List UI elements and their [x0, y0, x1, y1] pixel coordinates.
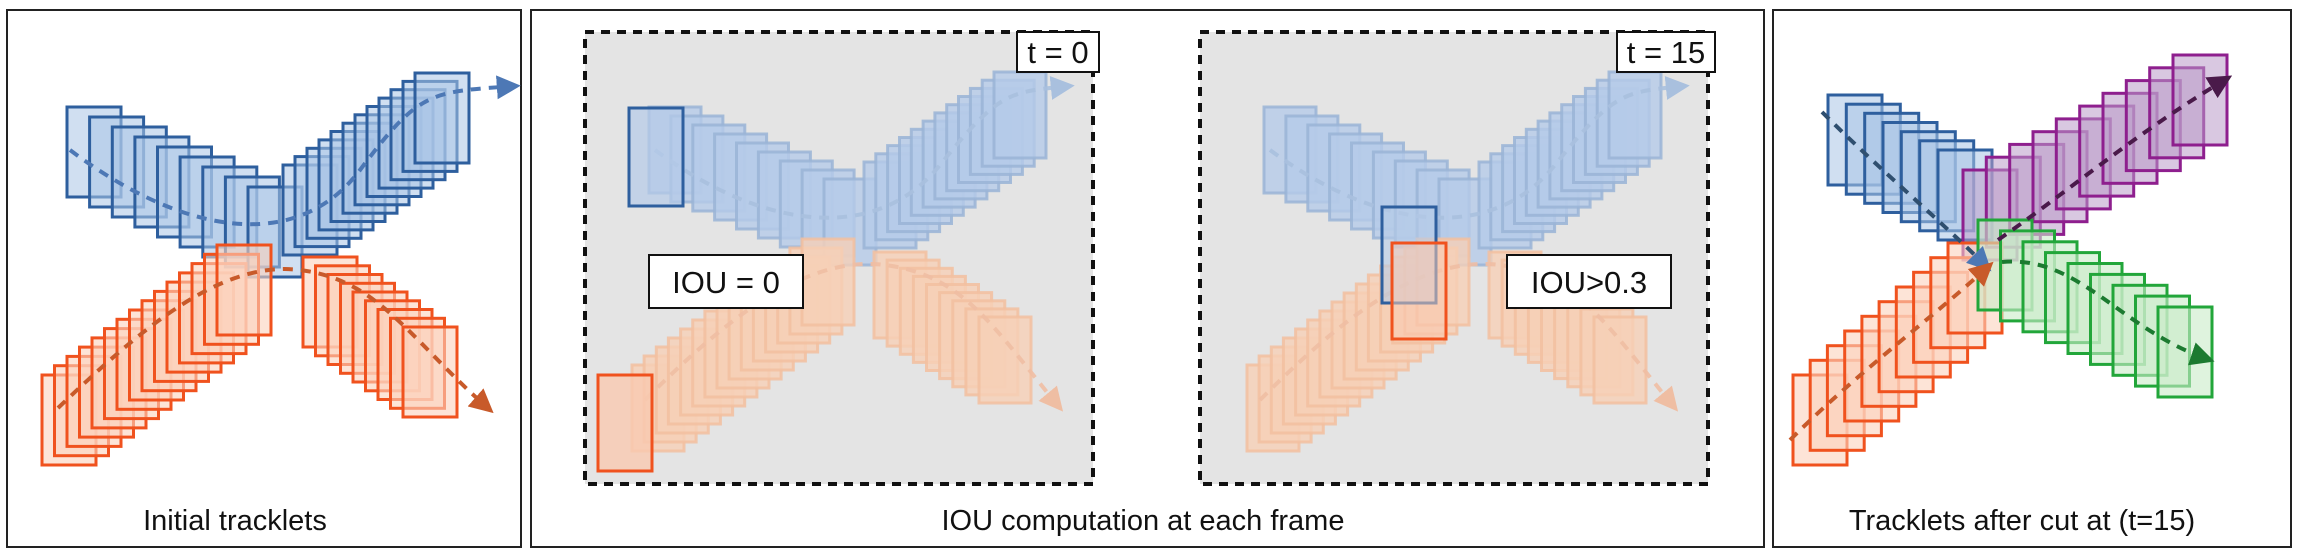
faded-orange-arrow: [643, 262, 1064, 412]
faded-blue-arrow: [1268, 75, 1690, 220]
frame-t15-drawing: [1245, 70, 1690, 453]
iou-label-box-t0: [648, 254, 804, 309]
time-label-box-t0: [1016, 31, 1100, 73]
panel-after-border: [1772, 9, 2292, 548]
panel-iou-border: [530, 9, 1765, 548]
purple-tracklet-after-cut-box: [2171, 53, 2229, 147]
green-arrow: [2001, 259, 2215, 366]
blue-cut-arrow: [1820, 110, 1992, 272]
orange-trajectory-arrow: [56, 267, 494, 414]
caption-after-cut: Tracklets after cut at (t=15): [1849, 505, 2195, 537]
iou-label-t0: IOU = 0: [672, 265, 780, 300]
panel-initial-border: [6, 9, 522, 548]
time-label-box-t15: [1616, 31, 1716, 73]
caption-initial-tracklets: Initial tracklets: [143, 505, 327, 537]
faded-orange-arrow: [1258, 262, 1679, 412]
orange-track-left-box: [215, 243, 273, 337]
current-blue-box-t0: [627, 106, 685, 208]
initial-tracklets-drawing: [40, 71, 521, 467]
blue-track-right-box: [413, 71, 471, 165]
frame-t0-drawing: [596, 70, 1075, 473]
time-label-t0: t = 0: [1027, 35, 1088, 70]
faded-blue-right-box: [992, 70, 1048, 160]
current-orange-box-t15: [1390, 241, 1448, 341]
orange-cut-arrow: [1788, 261, 1994, 442]
caption-iou-computation: IOU computation at each frame: [942, 505, 1345, 537]
faded-blue-right-box: [1607, 70, 1663, 160]
time-label-t15: t = 15: [1627, 35, 1705, 70]
iou-label-t15: IOU>0.3: [1531, 265, 1647, 300]
faded-orange-left-box: [800, 237, 856, 327]
after-cut-drawing: [1788, 53, 2233, 467]
faded-blue-arrow: [653, 75, 1075, 220]
current-orange-box-t0: [596, 373, 654, 473]
blue-trajectory-arrow: [68, 75, 521, 227]
iou-label-box-t15: [1506, 254, 1672, 309]
purple-arrow: [1996, 75, 2233, 242]
